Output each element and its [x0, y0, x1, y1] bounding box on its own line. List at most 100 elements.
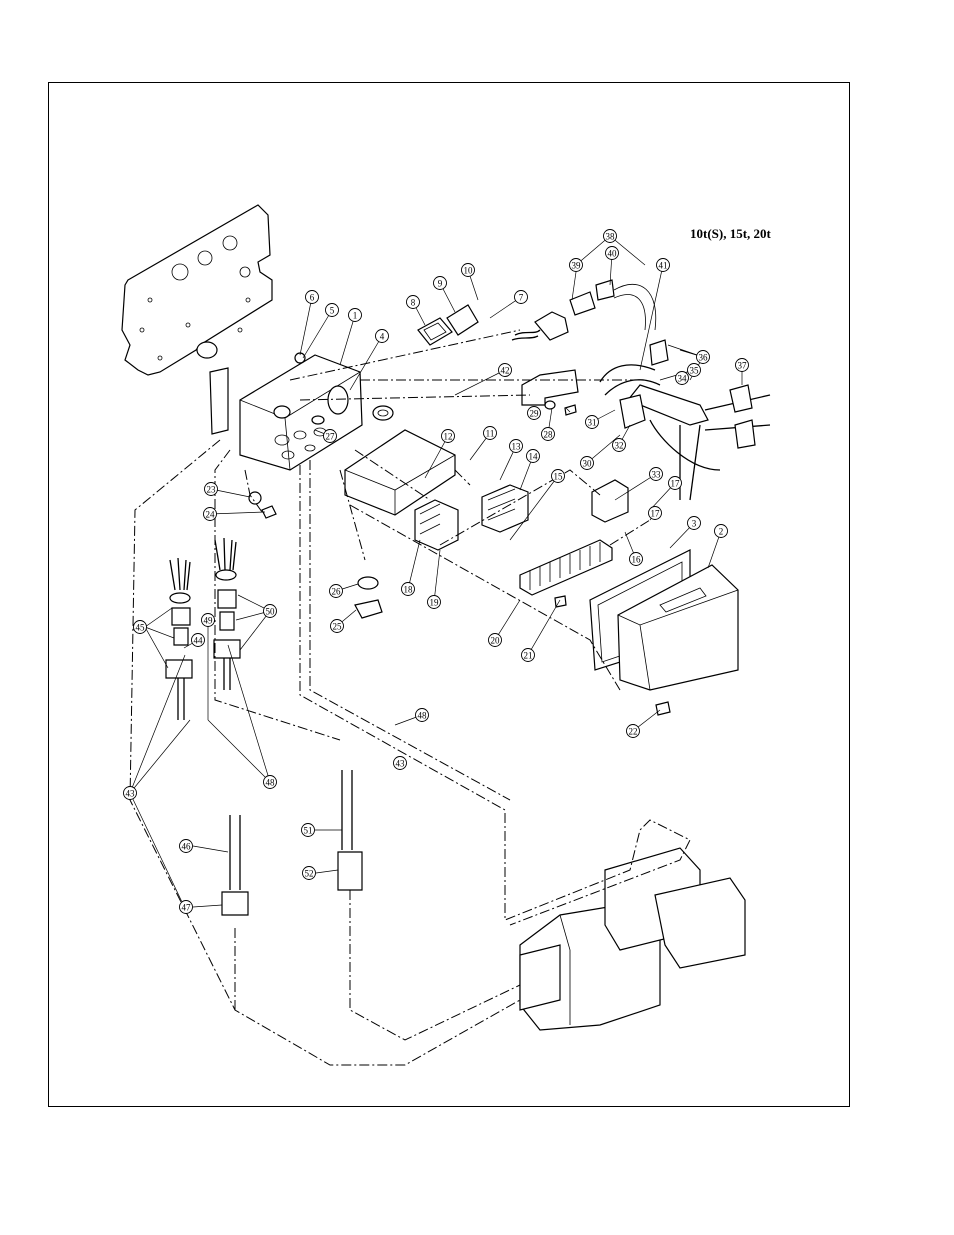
callout-number: 47 — [182, 903, 192, 913]
callout-18: 18 — [402, 583, 415, 596]
callout-number: 17 — [651, 509, 661, 519]
callout-number: 42 — [501, 366, 510, 376]
callout-51: 51 — [302, 824, 315, 837]
callout-number: 30 — [583, 459, 593, 469]
callout-37: 37 — [736, 359, 749, 372]
callout-number: 20 — [491, 636, 501, 646]
callout-48: 48 — [264, 776, 277, 789]
callout-number: 34 — [678, 374, 688, 384]
cable-gland-45 — [166, 558, 192, 720]
callout-41: 41 — [657, 259, 670, 272]
callout-number: 40 — [608, 249, 618, 259]
callout-number: 19 — [430, 598, 440, 608]
callout-38: 38 — [604, 230, 617, 243]
callout-number: 10 — [464, 266, 474, 276]
callout-number: 46 — [182, 842, 192, 852]
callout-30: 30 — [581, 457, 594, 470]
callout-number: 28 — [544, 430, 554, 440]
callout-number: 50 — [266, 607, 276, 617]
callout-43: 43 — [124, 787, 137, 800]
callout-number: 44 — [194, 636, 204, 646]
callout-number: 18 — [404, 585, 414, 595]
callout-number: 24 — [206, 510, 216, 520]
callout-number: 11 — [486, 429, 495, 439]
callout-20: 20 — [489, 634, 502, 647]
callout-number: 21 — [524, 651, 533, 661]
callout-number: 22 — [629, 727, 638, 737]
callout-number: 15 — [554, 472, 564, 482]
callout-number: 38 — [606, 232, 616, 242]
cable-gland-50 — [214, 538, 240, 690]
callout-number: 1 — [353, 311, 358, 321]
callout-number: 49 — [204, 616, 214, 626]
callout-2: 2 — [715, 525, 728, 538]
callout-44: 44 — [192, 634, 205, 647]
callout-number: 48 — [266, 778, 276, 788]
callout-17: 17 — [649, 507, 662, 520]
callout-4: 4 — [376, 330, 389, 343]
callout-48: 48 — [416, 709, 429, 722]
callout-5: 5 — [326, 304, 339, 317]
callout-35: 35 — [688, 364, 701, 377]
callout-number: 12 — [444, 432, 453, 442]
callout-45: 45 — [134, 621, 147, 634]
callout-number: 14 — [529, 452, 539, 462]
callout-43: 43 — [394, 757, 407, 770]
callout-number: 13 — [512, 442, 522, 452]
callout-19: 19 — [428, 596, 441, 609]
callout-7: 7 — [515, 291, 528, 304]
callout-14: 14 — [527, 450, 540, 463]
callout-21: 21 — [522, 649, 535, 662]
callout-number: 36 — [699, 353, 709, 363]
hoist-motor — [520, 848, 745, 1030]
callout-1: 1 — [349, 309, 362, 322]
callout-number: 17 — [671, 479, 681, 489]
callout-40: 40 — [606, 247, 619, 260]
callout-number: 2 — [719, 527, 724, 537]
callout-number: 37 — [738, 361, 748, 371]
callout-number: 43 — [396, 759, 406, 769]
callout-number: 6 — [310, 293, 315, 303]
callout-6: 6 — [306, 291, 319, 304]
callout-number: 27 — [326, 432, 336, 442]
callout-number: 16 — [632, 555, 642, 565]
callout-number: 35 — [690, 366, 700, 376]
diagram-title: 10t(S), 15t, 20t — [690, 226, 772, 241]
callout-number: 29 — [530, 409, 540, 419]
mounting-plate — [122, 205, 272, 375]
callout-8: 8 — [407, 296, 420, 309]
callout-number: 26 — [332, 587, 342, 597]
callout-number: 41 — [659, 261, 668, 271]
callout-28: 28 — [542, 428, 555, 441]
callout-15: 15 — [552, 470, 565, 483]
callout-number: 25 — [333, 622, 343, 632]
callout-23: 23 — [205, 483, 218, 496]
callout-22: 22 — [627, 725, 640, 738]
callout-24: 24 — [204, 508, 217, 521]
callout-52: 52 — [303, 867, 316, 880]
callout-25: 25 — [331, 620, 344, 633]
callout-31: 31 — [586, 416, 599, 429]
callout-number: 43 — [126, 789, 136, 799]
control-box — [210, 355, 393, 470]
callout-32: 32 — [613, 439, 626, 452]
callout-34: 34 — [676, 372, 689, 385]
callout-number: 5 — [330, 306, 335, 316]
callout-number: 4 — [380, 332, 385, 342]
callout-29: 29 — [528, 407, 541, 420]
callout-47: 47 — [180, 901, 193, 914]
callout-number: 3 — [692, 519, 697, 529]
callout-49: 49 — [202, 614, 215, 627]
callout-9: 9 — [434, 277, 447, 290]
callout-number: 9 — [438, 279, 443, 289]
callout-number: 45 — [136, 623, 146, 633]
callout-number: 48 — [418, 711, 428, 721]
callout-50: 50 — [264, 605, 277, 618]
callout-36: 36 — [697, 351, 710, 364]
callout-number: 33 — [652, 470, 662, 480]
callout-number: 52 — [305, 869, 314, 879]
callout-number: 51 — [304, 826, 313, 836]
callout-3: 3 — [688, 517, 701, 530]
callout-13: 13 — [510, 440, 523, 453]
